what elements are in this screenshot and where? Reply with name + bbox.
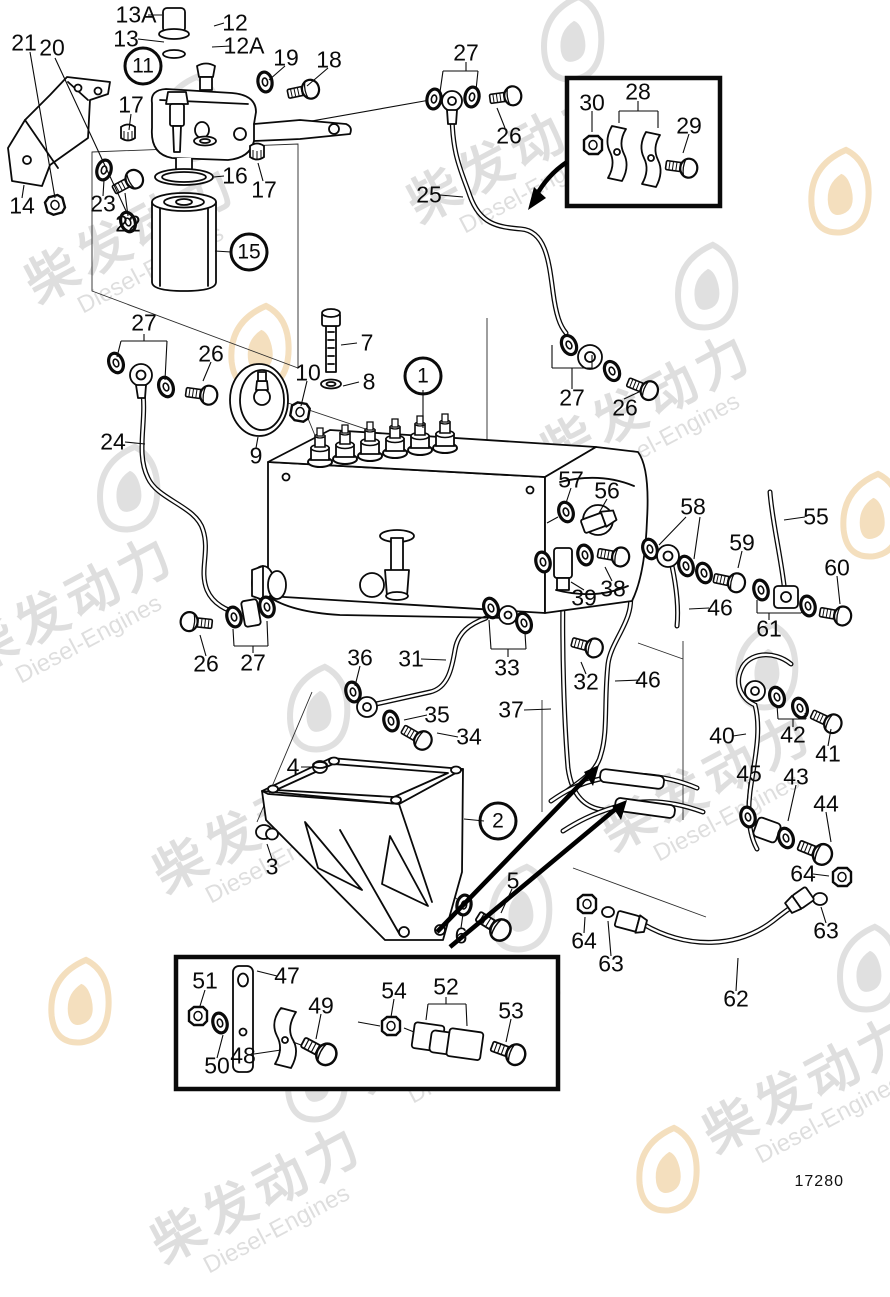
leader-lines [21,14,841,1059]
figure-number: 17280 [794,1173,844,1190]
plug-12 [196,62,216,78]
sleeve-63 [812,892,828,906]
hose-end-fitting [784,886,815,914]
support-bracket-drawing [255,756,516,946]
fuel-filter-drawing [151,168,217,292]
washer-8 [320,378,342,390]
hose-end-fitting [613,910,648,934]
sensor-13 [165,91,189,105]
bracket-14-drawing [7,76,111,187]
low-pressure-fittings [178,593,606,755]
washer-12a [193,135,217,147]
return-pipe-fittings [576,680,853,934]
overflow-valve-fittings [532,498,854,628]
banjo-fitting-top [423,84,524,125]
inset-box-bracket-kit [173,954,561,1092]
filter-housing-drawing [120,7,352,173]
damper-and-fittings [104,308,342,437]
injection-pump-drawing [251,413,649,619]
t-fitting-39 [553,547,573,591]
plug-4 [312,760,328,774]
sleeve-63 [601,906,615,918]
inset-box-clamp-kit [528,75,723,210]
reference-arrows [435,765,627,949]
diagram-artwork: .ln{stroke:#0a0a0a;fill:none;stroke-widt… [7,7,854,1092]
strap-47 [232,965,254,1073]
fuel-pipes [142,112,796,942]
clamp-48 [273,1007,297,1069]
banjo-fitting-mid [556,331,662,404]
